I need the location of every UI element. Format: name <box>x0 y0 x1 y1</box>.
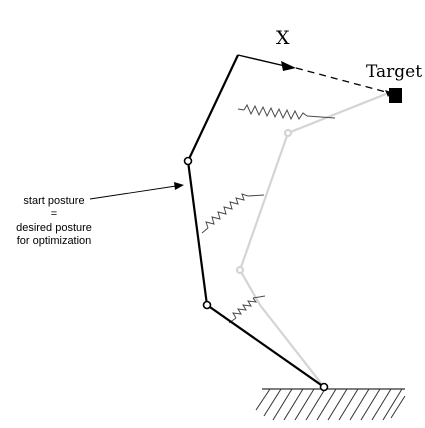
target-label: Target <box>366 62 422 82</box>
deformed-joint-2 <box>283 128 293 138</box>
start-joint-hip <box>183 156 193 166</box>
spring-middle <box>201 193 265 234</box>
springs <box>201 103 336 324</box>
spring-bottom <box>228 295 266 324</box>
caption-pointer <box>89 182 184 200</box>
caption-line-4: for optimization <box>17 235 92 247</box>
x-axis-label: X <box>276 27 290 49</box>
caption-pointer-line <box>89 185 177 200</box>
caption-pointer-head <box>174 182 184 190</box>
caption-line-2: = <box>51 208 57 220</box>
x-axis-arrowhead <box>281 61 296 71</box>
start-limb <box>186 54 325 388</box>
x-axis-solid <box>237 54 286 67</box>
target-marker <box>385 88 402 103</box>
target-notch <box>385 90 391 97</box>
x-axis-dashed <box>295 67 387 93</box>
deformed-posture <box>235 92 387 388</box>
start-joint-knee <box>202 300 212 310</box>
x-axis-arrow <box>237 54 387 93</box>
start-joint-base <box>319 382 329 392</box>
spring-top <box>237 103 336 121</box>
deformed-joint-1 <box>235 265 245 275</box>
start-posture <box>183 54 329 392</box>
ground-hatch <box>255 388 406 421</box>
caption-line-3: desired posture <box>16 222 92 234</box>
ground <box>255 388 406 421</box>
target-square <box>389 88 402 103</box>
caption-line-1: start posture <box>23 195 84 207</box>
